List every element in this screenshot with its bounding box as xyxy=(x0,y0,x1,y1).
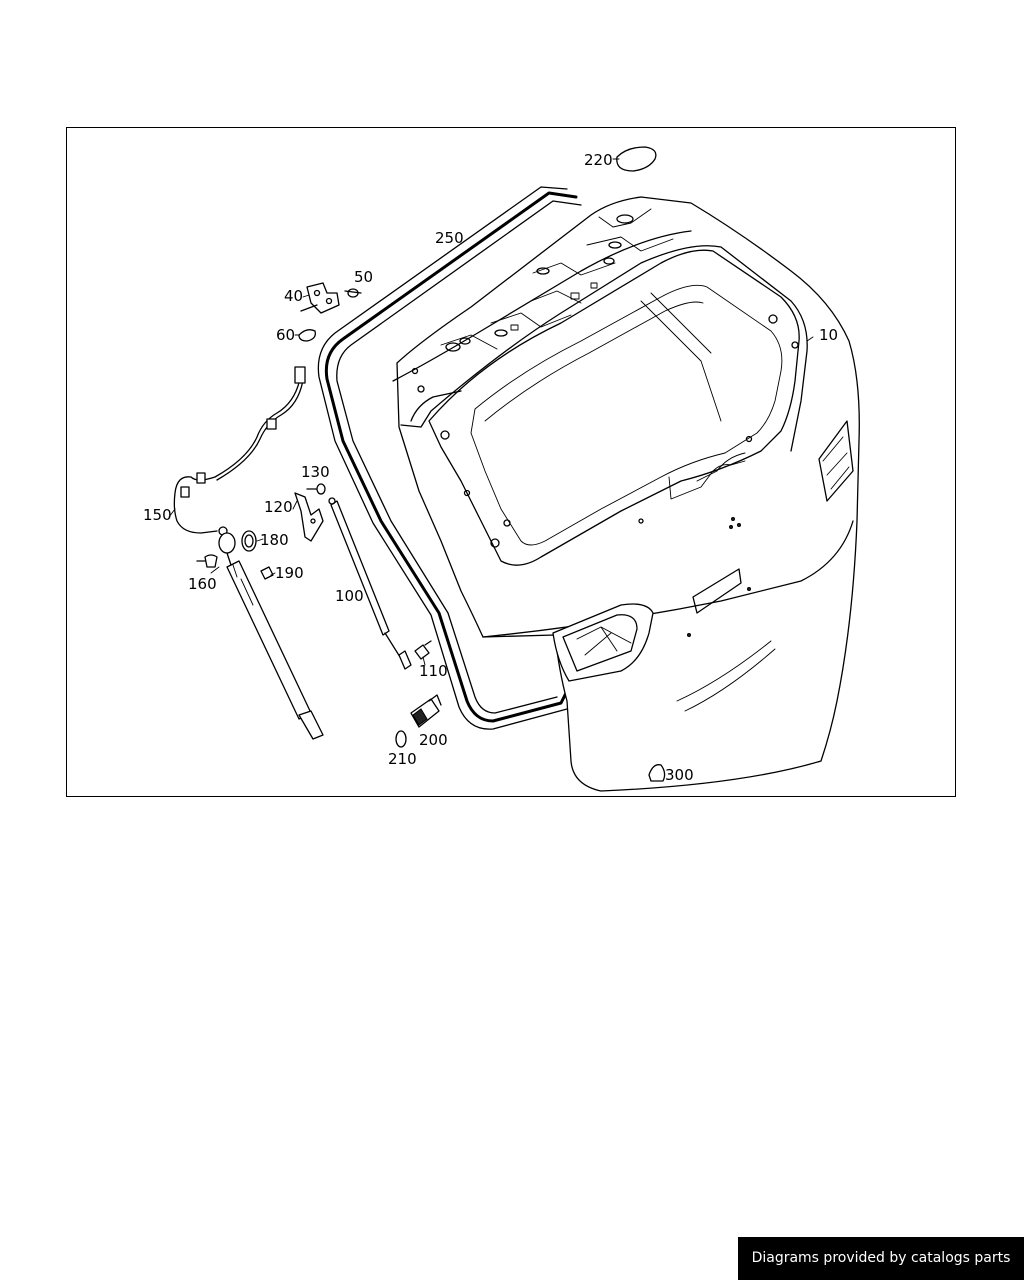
gas-strut-100 xyxy=(328,497,412,670)
label-200: 200 xyxy=(419,731,448,749)
bolt-50 xyxy=(344,288,362,298)
cover-220 xyxy=(616,146,657,172)
label-300: 300 xyxy=(665,766,694,784)
part-labels: 10 40 50 60 100 110 120 130 150 160 180 … xyxy=(143,151,838,784)
label-110: 110 xyxy=(419,662,448,680)
label-190: 190 xyxy=(275,564,304,582)
label-120: 120 xyxy=(264,498,293,516)
tailgate-10 xyxy=(392,196,860,792)
leader-lines xyxy=(168,158,814,666)
label-130: 130 xyxy=(301,463,330,481)
credit-badge: Diagrams provided by catalogs parts xyxy=(738,1237,1024,1280)
parts-diagram: 10 40 50 60 100 110 120 130 150 160 180 … xyxy=(66,127,956,797)
actuator-200 xyxy=(410,694,442,728)
hinge-40 xyxy=(300,282,340,314)
label-220: 220 xyxy=(584,151,613,169)
label-60: 60 xyxy=(276,326,295,344)
label-160: 160 xyxy=(188,575,217,593)
cap-60 xyxy=(298,329,316,342)
bracket-120 xyxy=(294,492,324,542)
label-50: 50 xyxy=(354,268,373,286)
clip-160 xyxy=(196,554,218,568)
power-strut xyxy=(218,532,324,740)
label-150: 150 xyxy=(143,506,172,524)
label-180: 180 xyxy=(260,531,289,549)
label-210: 210 xyxy=(388,750,417,768)
plug-300 xyxy=(648,764,666,782)
label-100: 100 xyxy=(335,587,364,605)
bolt-130 xyxy=(306,483,326,495)
wiring-harness-150 xyxy=(173,366,306,536)
oring-210 xyxy=(395,730,407,748)
tailgate-exploded-view: 10 40 50 60 100 110 120 130 150 160 180 … xyxy=(143,146,860,792)
label-10: 10 xyxy=(819,326,838,344)
stud-110 xyxy=(414,640,432,660)
clip-190 xyxy=(260,566,274,580)
ring-180 xyxy=(241,530,257,552)
label-40: 40 xyxy=(284,287,303,305)
seal-250 xyxy=(317,186,582,730)
label-250: 250 xyxy=(435,229,464,247)
